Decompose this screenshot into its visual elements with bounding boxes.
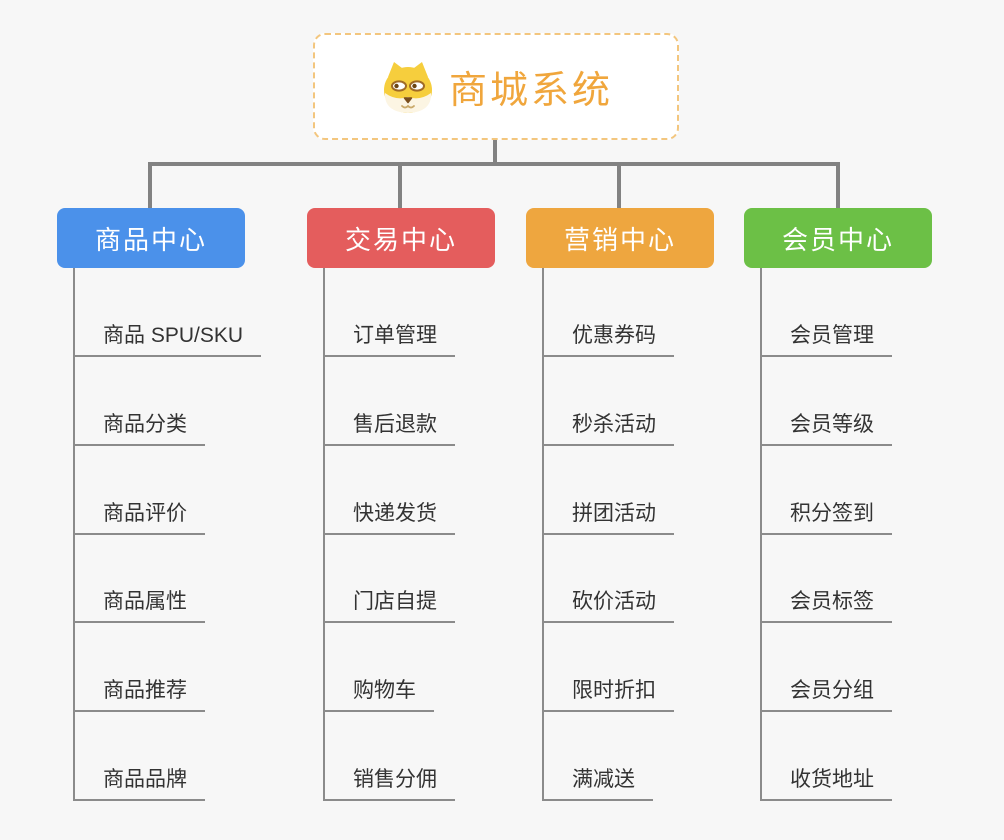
node-sales-commission[interactable]: 销售分佣 — [323, 755, 455, 801]
node-full-reduction[interactable]: 满减送 — [542, 755, 653, 801]
root-title: 商城系统 — [448, 70, 613, 112]
branch-header-product-center[interactable]: 商品中心 — [57, 208, 245, 268]
connector-drop-member — [836, 162, 840, 208]
node-aftersale-refund[interactable]: 售后退款 — [323, 400, 455, 446]
node-member-group[interactable]: 会员分组 — [760, 666, 892, 712]
branch-member-center: 会员中心 会员管理 会员等级 积分签到 会员标签 会员分组 收货地址 — [744, 208, 1004, 818]
connector-root-stub — [493, 140, 497, 164]
root-node[interactable]: 商城系统 — [313, 33, 679, 140]
connector-drop-marketing — [617, 162, 621, 208]
node-member-tag[interactable]: 会员标签 — [760, 577, 892, 623]
node-flash-sale[interactable]: 秒杀活动 — [542, 400, 674, 446]
node-order-management[interactable]: 订单管理 — [323, 311, 455, 357]
node-product-recommend[interactable]: 商品推荐 — [73, 666, 205, 712]
connector-drop-product — [148, 162, 152, 208]
node-shipping-address[interactable]: 收货地址 — [760, 755, 892, 801]
node-points-checkin[interactable]: 积分签到 — [760, 489, 892, 535]
node-member-management[interactable]: 会员管理 — [760, 311, 892, 357]
branch-product-center: 商品中心 商品 SPU/SKU 商品分类 商品评价 商品属性 商品推荐 商品品牌 — [57, 208, 319, 818]
branch-header-marketing-center[interactable]: 营销中心 — [526, 208, 714, 268]
node-product-spu-sku[interactable]: 商品 SPU/SKU — [73, 311, 262, 357]
branch-header-trade-center[interactable]: 交易中心 — [307, 208, 495, 268]
branch-trade-center: 交易中心 订单管理 售后退款 快递发货 门店自提 购物车 销售分佣 — [307, 208, 569, 818]
branch-header-member-center[interactable]: 会员中心 — [744, 208, 932, 268]
node-bargain-activity[interactable]: 砍价活动 — [542, 577, 674, 623]
node-coupon-code[interactable]: 优惠券码 — [542, 311, 674, 357]
branch-marketing-center: 营销中心 优惠券码 秒杀活动 拼团活动 砍价活动 限时折扣 满减送 — [526, 208, 788, 818]
node-member-level[interactable]: 会员等级 — [760, 400, 892, 446]
shiba-dog-icon — [383, 61, 432, 113]
node-shopping-cart[interactable]: 购物车 — [323, 666, 434, 712]
node-product-brand[interactable]: 商品品牌 — [73, 755, 205, 801]
node-product-review[interactable]: 商品评价 — [73, 489, 205, 535]
node-product-category[interactable]: 商品分类 — [73, 400, 205, 446]
node-limited-time-discount[interactable]: 限时折扣 — [542, 666, 674, 712]
node-express-shipping[interactable]: 快递发货 — [323, 489, 455, 535]
connector-rail — [148, 162, 840, 166]
connector-drop-trade — [398, 162, 402, 208]
node-product-attribute[interactable]: 商品属性 — [73, 577, 205, 623]
node-store-pickup[interactable]: 门店自提 — [323, 577, 455, 623]
node-group-buy[interactable]: 拼团活动 — [542, 489, 674, 535]
